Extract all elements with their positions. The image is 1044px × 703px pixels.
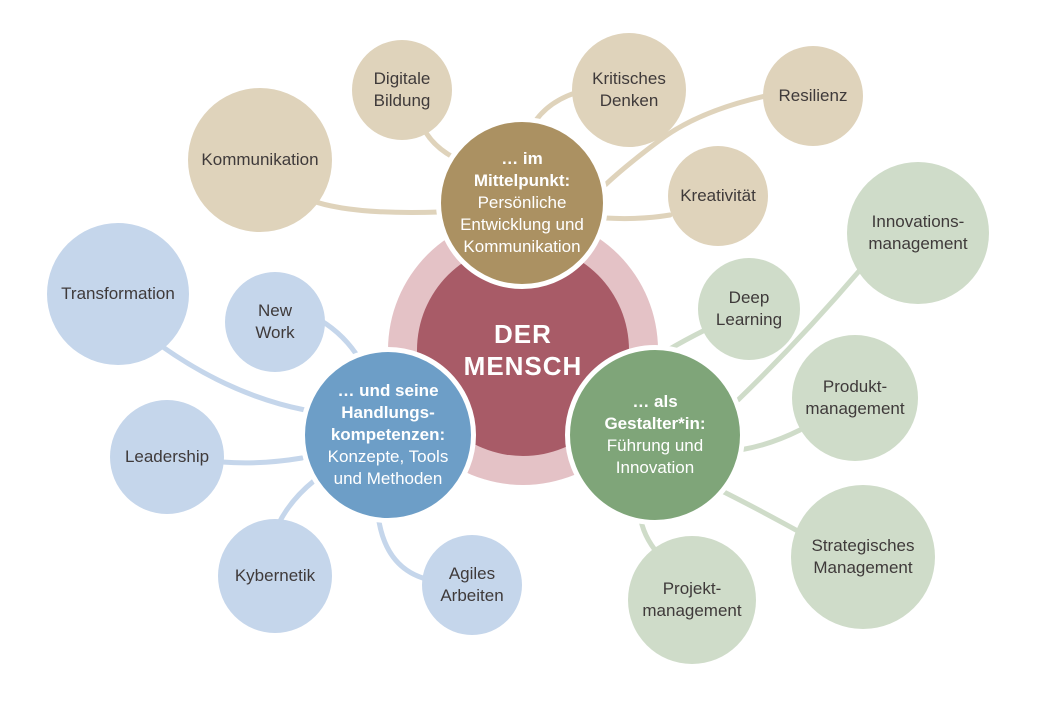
hub-gestalter: … als Gestalter*in: Führung und Innovati…: [565, 345, 745, 525]
node-label: New Work: [255, 301, 295, 342]
connector-innovationsmanagement: [735, 267, 863, 403]
node-deep-learning: Deep Learning: [698, 258, 800, 360]
node-label: Resilienz: [778, 86, 848, 105]
hub-heading: … und seine Handlungs- kompetenzen:: [330, 381, 446, 444]
node-produktmanagement: Produkt- management: [792, 335, 918, 461]
node-kommunikation: Kommunikation: [188, 88, 332, 232]
node-kritisches-denken: Kritisches Denken: [572, 33, 686, 147]
node-label: Leadership: [124, 447, 210, 466]
hub-body: Führung und Innovation: [606, 436, 704, 477]
node-projektmanagement: Projekt- management: [628, 536, 756, 664]
hub-persoenliche-entwicklung: … im Mittelpunkt: Persönliche Entwicklun…: [436, 117, 608, 289]
connector-produktmanagement: [737, 427, 803, 453]
node-label: Produkt- management: [805, 377, 905, 418]
connector-strategisches-management: [717, 487, 808, 538]
node-label: Projekt- management: [642, 579, 742, 620]
hub-heading: … als Gestalter*in:: [604, 392, 706, 433]
node-label: Strategisches Management: [811, 536, 915, 577]
node-innovationsmanagement: Innovations- management: [847, 162, 989, 304]
node-agiles-arbeiten: Agiles Arbeiten: [422, 535, 522, 635]
connector-agiles-arbeiten: [375, 512, 433, 583]
node-label: Transformation: [61, 284, 175, 303]
node-label: Digitale Bildung: [373, 69, 431, 110]
hub-heading: … im Mittelpunkt:: [473, 149, 571, 190]
node-kybernetik: Kybernetik: [218, 519, 332, 633]
node-label: Kybernetik: [234, 566, 316, 585]
node-label: Innovations- management: [868, 212, 968, 253]
connector-kommunikation: [307, 197, 443, 215]
node-kreativitaet: Kreativität: [668, 146, 768, 246]
node-label: Kreativität: [680, 186, 756, 205]
node-strategisches-management: Strategisches Management: [791, 485, 935, 629]
center-label: DER MENSCH: [463, 319, 583, 381]
connector-leadership: [219, 455, 305, 466]
connector-kybernetik: [275, 477, 318, 528]
node-label: Agiles Arbeiten: [440, 564, 504, 605]
node-resilienz: Resilienz: [763, 46, 863, 146]
node-transformation: Transformation: [47, 223, 189, 365]
node-label: Kommunikation: [201, 150, 319, 169]
hub-body: Konzepte, Tools und Methoden: [327, 447, 449, 488]
node-new-work: New Work: [225, 272, 325, 372]
connector-kreativitaet: [602, 212, 673, 222]
connector-transformation: [157, 342, 308, 413]
hub-handlungskompetenzen: … und seine Handlungs- kompetenzen: Konz…: [300, 347, 476, 523]
node-leadership: Leadership: [110, 400, 224, 514]
node-digitale-bildung: Digitale Bildung: [352, 40, 452, 140]
hub-body: Persönliche Entwicklung und Kommunikatio…: [460, 193, 584, 256]
node-label: Deep Learning: [715, 288, 783, 329]
connector-resilienz: [597, 92, 773, 193]
node-label: Kritisches Denken: [592, 69, 666, 110]
